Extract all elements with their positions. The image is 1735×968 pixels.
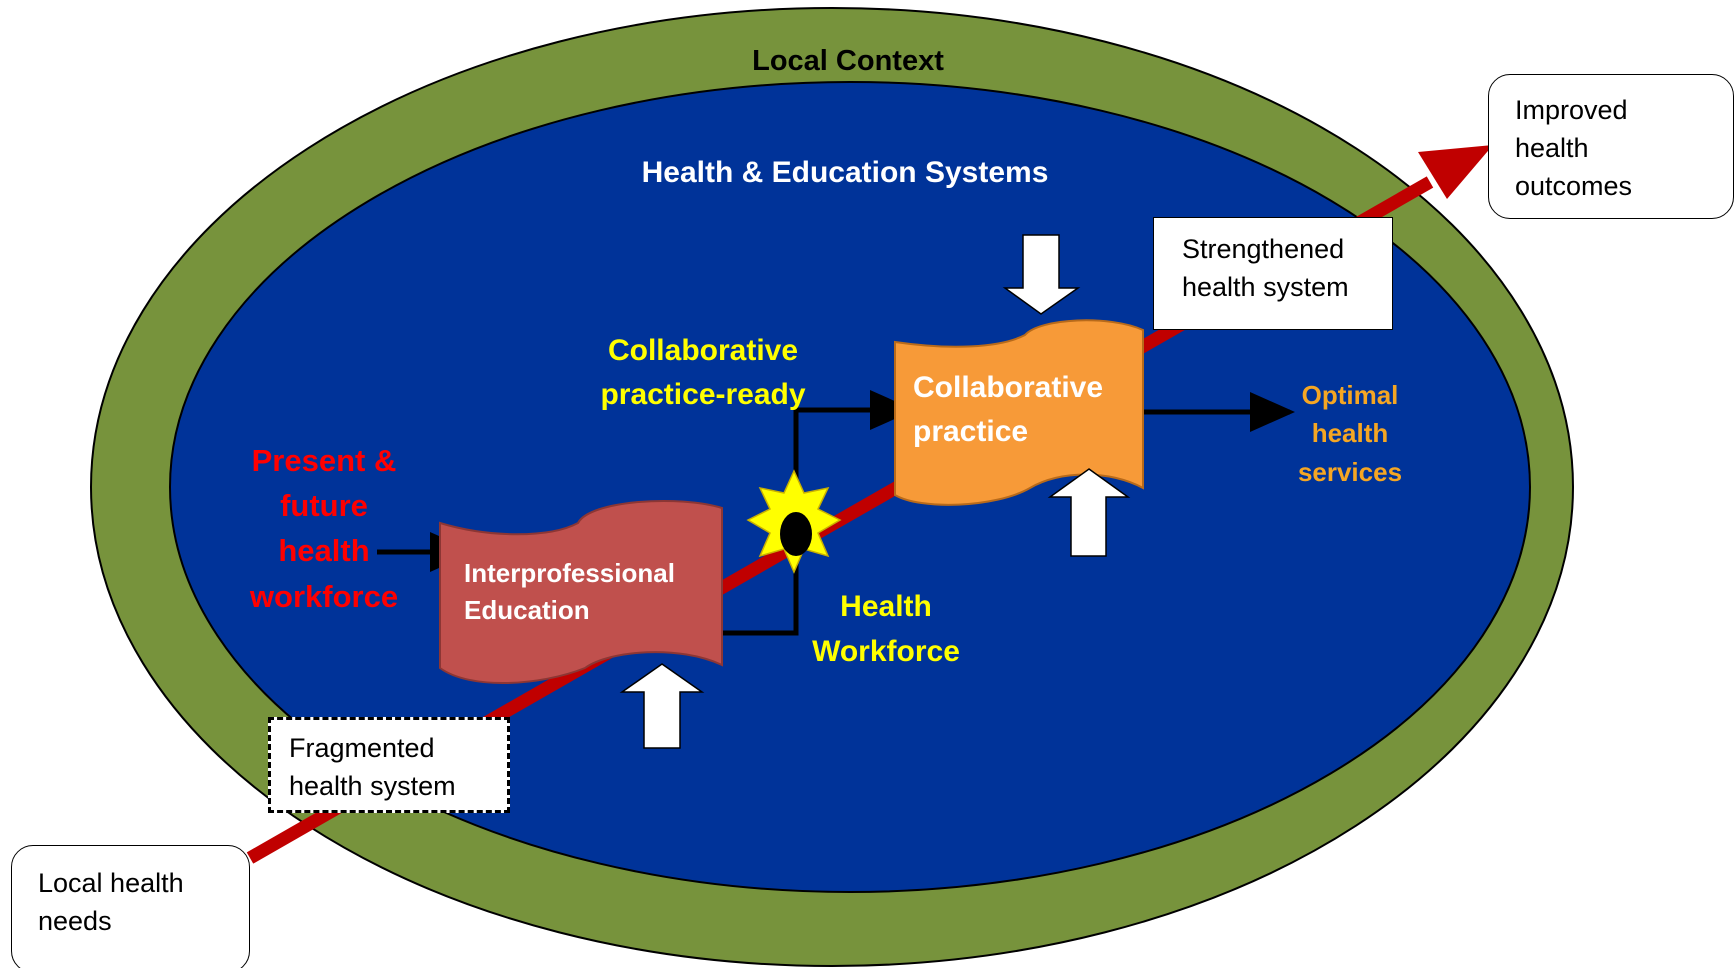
- collab-ready-label: Collaborative practice-ready: [600, 334, 805, 411]
- improved-line1: Improved: [1515, 95, 1628, 125]
- hollow-block-arrow-icon: [1047, 468, 1131, 557]
- ipe-scroll-shape: [439, 499, 723, 685]
- cp-label-line2: practice: [913, 415, 1028, 448]
- cp-label-line1: Collaborative: [913, 371, 1103, 404]
- ipe-label-line2: Education: [464, 595, 590, 625]
- health-workforce-label: Health Workforce: [812, 590, 960, 668]
- collab-ready-line2: practice-ready: [600, 378, 805, 411]
- collab-ready-line1: Collaborative: [608, 334, 798, 367]
- present-future-line3: health: [278, 533, 369, 568]
- health-workforce-line2: Workforce: [812, 635, 960, 668]
- optimal-line1: Optimal: [1302, 380, 1399, 410]
- strengthened-system-box: Strengthened health system: [1153, 217, 1393, 330]
- optimal-line3: services: [1298, 457, 1402, 487]
- health-workforce-line1: Health: [840, 590, 932, 623]
- present-future-workforce-label: Present & future health workforce: [249, 443, 398, 614]
- improved-outcomes-box: Improved health outcomes: [1488, 74, 1734, 219]
- trajectory-arrowhead: [1418, 145, 1493, 199]
- local-context-label: Local Context: [752, 45, 944, 77]
- strengthened-line1: Strengthened: [1182, 234, 1345, 264]
- present-future-line2: future: [280, 488, 368, 523]
- cp-scroll-shape: [894, 319, 1144, 506]
- burst-center-dot: [780, 512, 812, 556]
- hollow-block-arrow-icon: [619, 663, 705, 749]
- systems-label: Health & Education Systems: [642, 156, 1049, 189]
- fragmented-line1: Fragmented: [289, 733, 435, 763]
- fragmented-system-box: Fragmented health system: [268, 717, 510, 813]
- improved-line2: health: [1515, 133, 1589, 163]
- ipe-label-line1: Interprofessional: [464, 558, 675, 588]
- optimal-services-label: Optimal health services: [1298, 380, 1402, 487]
- present-future-line4: workforce: [249, 579, 398, 614]
- optimal-line2: health: [1312, 418, 1389, 448]
- hollow-block-arrow-icon: [1002, 234, 1081, 315]
- improved-line3: outcomes: [1515, 171, 1633, 201]
- local-needs-line2: needs: [38, 906, 112, 936]
- present-future-line1: Present &: [252, 443, 397, 478]
- local-needs-line1: Local health: [38, 868, 184, 898]
- cp-scroll: Collaborative practice: [894, 319, 1144, 506]
- local-health-needs-box: Local health needs: [11, 845, 250, 968]
- ipe-scroll: Interprofessional Education: [439, 499, 723, 685]
- fragmented-line2: health system: [289, 771, 456, 801]
- strengthened-line2: health system: [1182, 272, 1349, 302]
